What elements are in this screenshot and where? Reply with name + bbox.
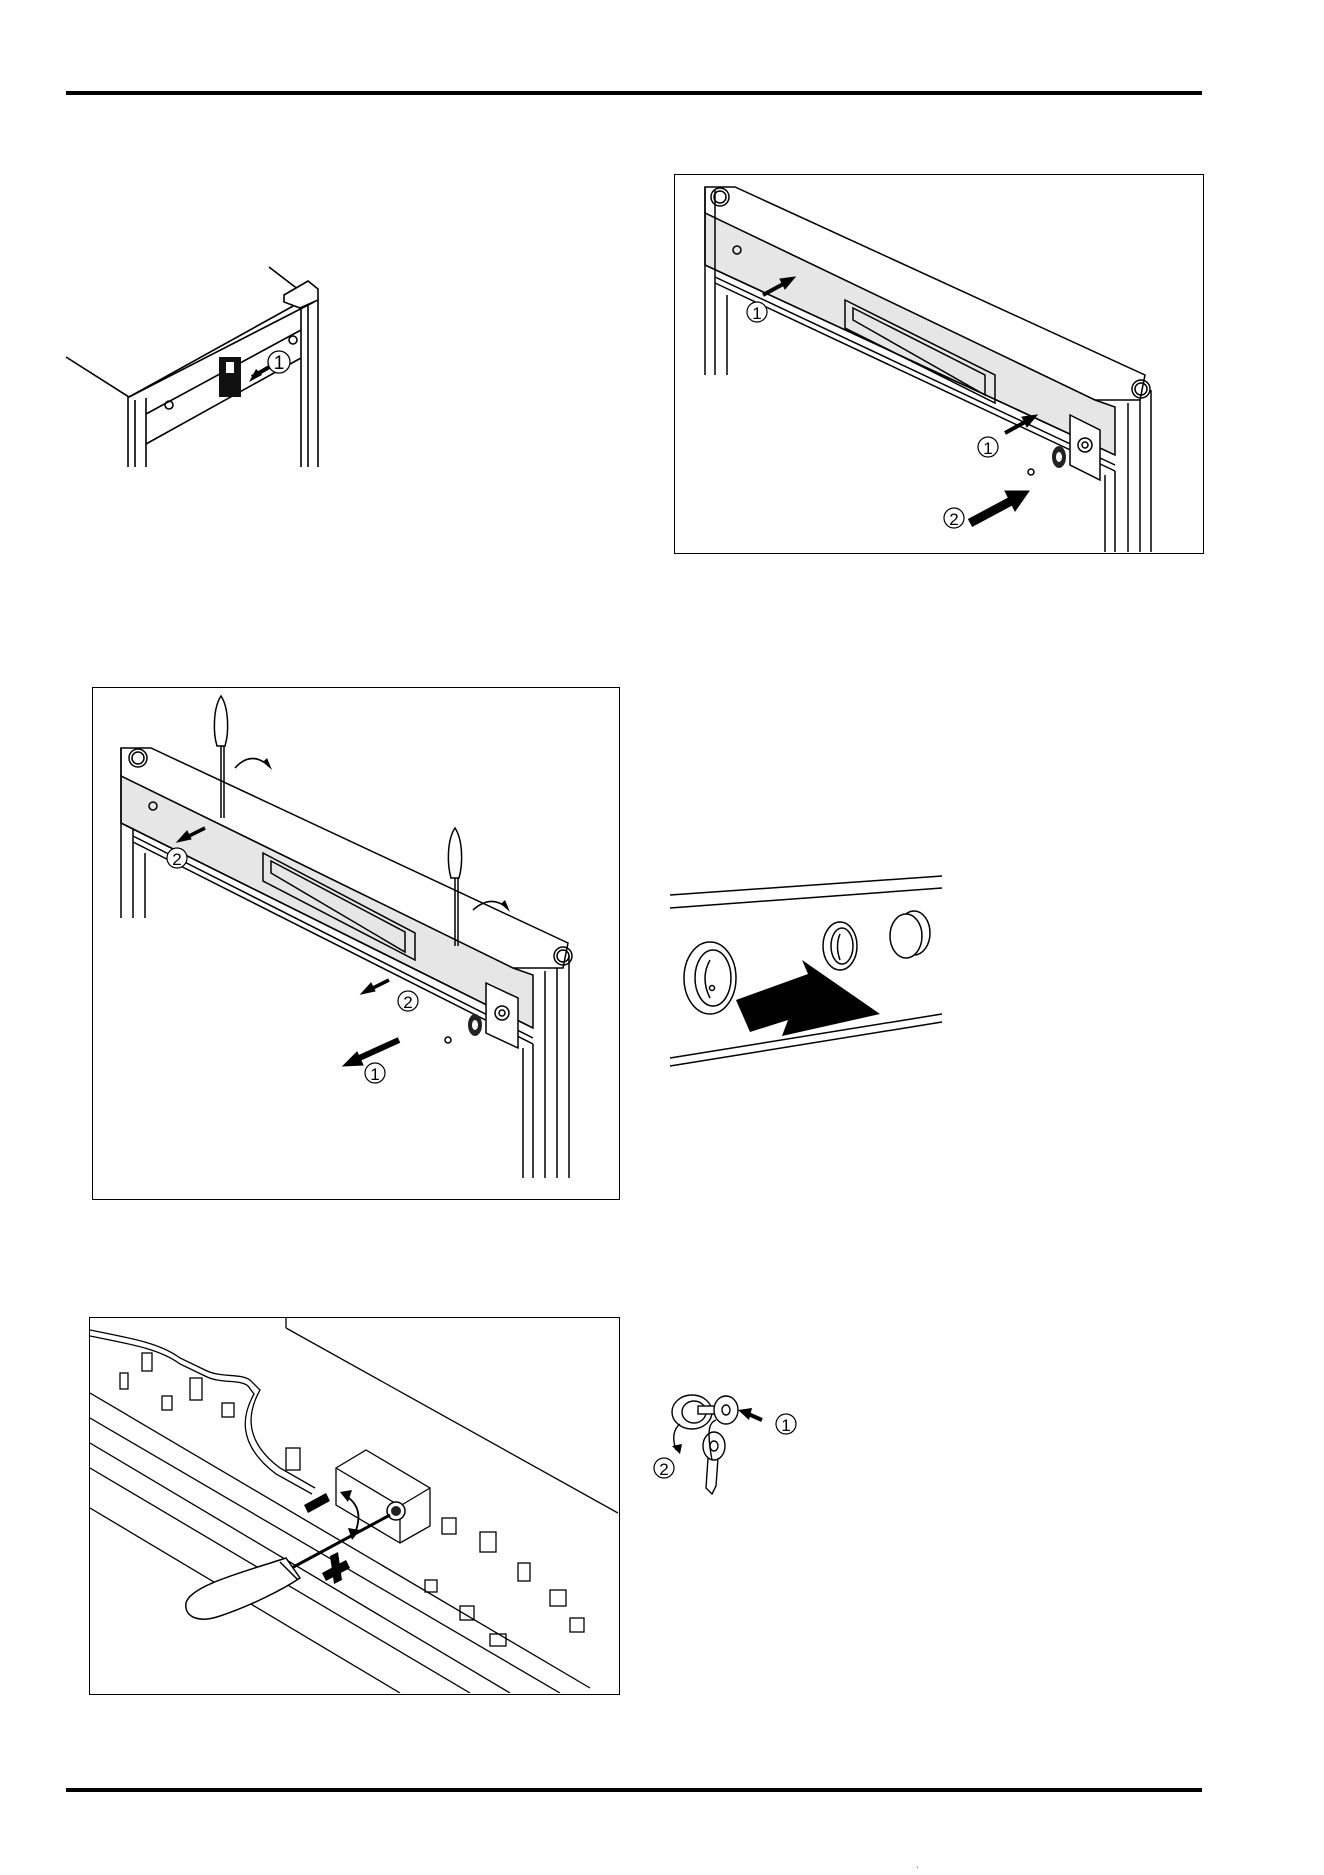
callout-number: 1 xyxy=(983,439,992,458)
callout-number: 2 xyxy=(172,850,181,869)
figure-panel-removal: 2 2 1 xyxy=(92,687,620,1200)
figure-lock-opening: 1 xyxy=(56,262,346,467)
minus-sign-icon xyxy=(304,1493,330,1513)
callout-number: 2 xyxy=(403,993,412,1012)
callout-number: 1 xyxy=(370,1065,379,1084)
callout-number: 2 xyxy=(659,1460,668,1479)
header-rule xyxy=(66,91,1202,95)
figure-panel-insert: 1 1 2 xyxy=(674,174,1204,554)
footer-rule xyxy=(66,1788,1202,1792)
figure-key-insert: 1 2 xyxy=(646,1388,826,1518)
callout-number: 1 xyxy=(274,353,285,374)
figure-adjust-screw xyxy=(89,1317,620,1695)
callout-number: 1 xyxy=(752,304,761,323)
page-corner-mark: ˋ xyxy=(916,1866,919,1875)
callout-number: 1 xyxy=(781,1416,790,1435)
key-icon: 1 2 xyxy=(646,1388,826,1518)
callout-number: 2 xyxy=(949,510,958,529)
figure-lock-press xyxy=(670,868,950,1068)
